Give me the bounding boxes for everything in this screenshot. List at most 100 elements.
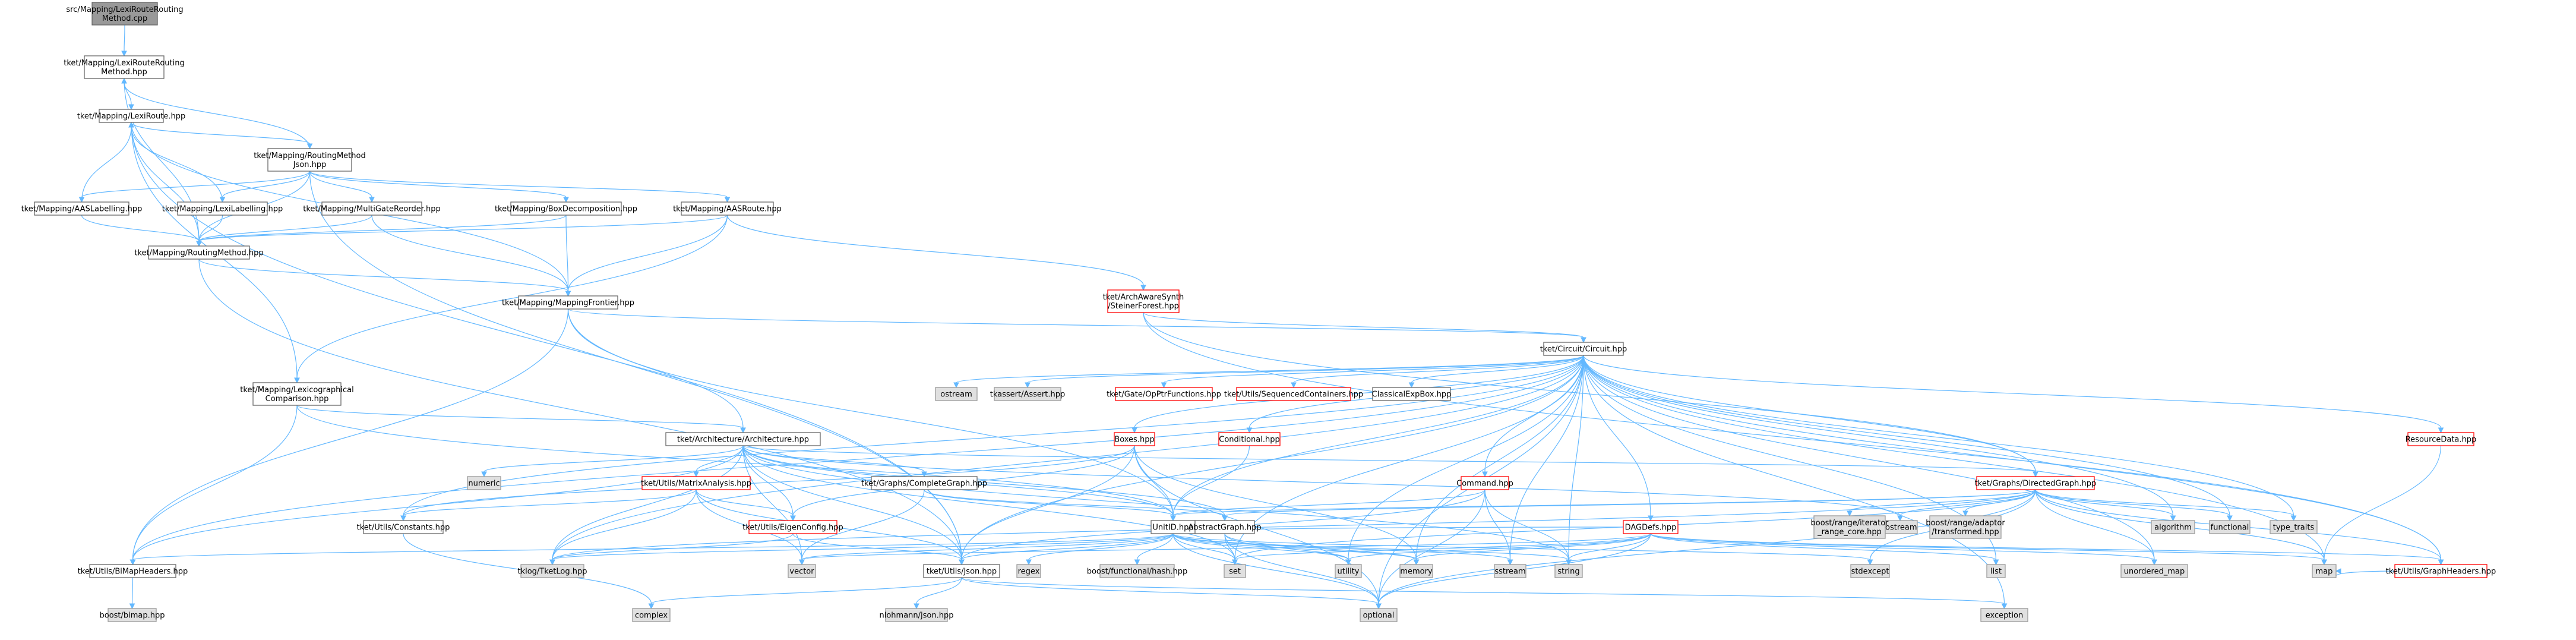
svg-text:tket/Utils/Json.hpp: tket/Utils/Json.hpp [927, 568, 997, 576]
node-stdexcept: stdexcept [1850, 564, 1890, 578]
svg-text:/transformed.hpp: /transformed.hpp [1932, 528, 1999, 537]
edge-n6-to-n10 [371, 215, 571, 297]
node-tkassert-assert-hpp: tkassert/Assert.hpp [990, 387, 1065, 401]
edge-n27-to-n52 [2035, 489, 2157, 566]
edge-n12-to-n37 [1583, 355, 2233, 522]
edge-n32-to-n47 [1413, 533, 1651, 566]
svg-text:utility: utility [1338, 568, 1360, 576]
edge-n30-to-n39 [129, 533, 1174, 566]
svg-text:Comparison.hpp: Comparison.hpp [265, 395, 329, 403]
node-opptrfunctions-hpp[interactable]: tket/Gate/OpPtrFunctions.hpp [1107, 387, 1221, 401]
edge-n13-to-n39 [129, 405, 298, 566]
svg-text:tket/Mapping/MappingFrontier.h: tket/Mapping/MappingFrontier.hpp [502, 299, 634, 308]
node-utility: utility [1335, 564, 1362, 578]
svg-text:functional: functional [2211, 524, 2249, 532]
node-lexicographicalcomparison-hpp[interactable]: tket/Mapping/LexicographicalComparison.h… [240, 382, 354, 406]
edge-n30-to-n41 [799, 533, 1174, 566]
node-boost-bimap: boost/bimap.hpp [99, 608, 165, 622]
node-sstream: sstream [1494, 564, 1526, 578]
svg-text:regex: regex [1018, 568, 1040, 576]
node-lexilabelling-hpp[interactable]: tket/Mapping/LexiLabelling.hpp [162, 201, 283, 216]
node-multigatereorder-hpp[interactable]: tket/Mapping/MultiGateReorder.hpp [303, 201, 441, 216]
node-boxes-hpp[interactable]: Boxes.hpp [1114, 432, 1155, 446]
edge-n12-to-n27 [1583, 355, 2038, 478]
edge-n2-to-n3 [131, 122, 313, 150]
node-directedgraph-hpp[interactable]: tket/Graphs/DirectedGraph.hpp [1975, 476, 2097, 490]
node-steinerforest-hpp[interactable]: tket/ArchAwareSynth/SteinerForest.hpp [1103, 289, 1184, 313]
svg-text:tket/Mapping/AASLabelling.hpp: tket/Mapping/AASLabelling.hpp [21, 205, 143, 214]
node-constants-hpp[interactable]: tket/Utils/Constants.hpp [357, 520, 450, 534]
svg-text:iostream: iostream [1883, 524, 1917, 532]
edge-n43-to-n58 [961, 577, 1382, 610]
node-classicalexpbox-hpp[interactable]: ClassicalExpBox.hpp [1372, 387, 1452, 401]
edge-n3-to-n5 [219, 171, 311, 203]
svg-text:Method.cpp: Method.cpp [102, 14, 148, 23]
edge-n3-to-n8 [309, 171, 731, 203]
node-sequencedcontainers-hpp[interactable]: tket/Utils/SequencedContainers.hpp [1224, 387, 1363, 401]
node-bimapheaders-hpp[interactable]: tket/Utils/BiMapHeaders.hpp [78, 564, 188, 578]
node-abstractgraph-hpp[interactable]: AbstractGraph.hpp [1188, 520, 1262, 534]
edge-n43-to-n57 [914, 577, 962, 610]
svg-text:tket/Utils/SequencedContainers: tket/Utils/SequencedContainers.hpp [1224, 390, 1363, 399]
node-aasroute-hpp[interactable]: tket/Mapping/AASRoute.hpp [673, 201, 782, 216]
node-mappingfrontier-hpp[interactable]: tket/Mapping/MappingFrontier.hpp [502, 295, 634, 310]
svg-text:tket/Mapping/AASRoute.hpp: tket/Mapping/AASRoute.hpp [673, 205, 782, 214]
edge-n25-to-n31 [924, 489, 1228, 522]
node-lexiroute-hpp[interactable]: tket/Mapping/LexiRoute.hpp [77, 109, 186, 123]
node-exception: exception [1980, 608, 2028, 622]
node-boost-functional-hash: boost/functional/hash.hpp [1087, 564, 1187, 578]
node-boxdecomposition-hpp[interactable]: tket/Mapping/BoxDecomposition.hpp [495, 201, 637, 216]
node-boost-adaptor-transformed: boost/range/adaptor/transformed.hpp [1926, 515, 2005, 539]
edge-n27-to-n31 [1222, 489, 2036, 522]
svg-text:tket/Mapping/LexiLabelling.hpp: tket/Mapping/LexiLabelling.hpp [162, 205, 283, 214]
svg-text:boost/range/adaptor: boost/range/adaptor [1926, 519, 2005, 528]
svg-text:tket/Mapping/MultiGateReorder.: tket/Mapping/MultiGateReorder.hpp [303, 205, 441, 214]
node-json-hpp[interactable]: tket/Utils/Json.hpp [923, 564, 1000, 578]
node-graphheaders-hpp[interactable]: tket/Utils/GraphHeaders.hpp [2386, 564, 2496, 578]
edge-n27-to-n36 [2035, 489, 2176, 522]
edge-n39-to-n55 [129, 577, 135, 610]
edge-n32-to-n52 [1650, 533, 2157, 566]
edge-n30-to-n48 [1172, 533, 1513, 566]
node-optional: optional [1360, 608, 1398, 622]
node-eigenconfig-hpp[interactable]: tket/Utils/EigenConfig.hpp [742, 520, 843, 534]
edge-n25-to-n30 [924, 489, 1176, 522]
edge-n20-to-n23 [481, 445, 744, 478]
edge-n27-to-n38 [2035, 489, 2297, 522]
node-aaslabelling-hpp[interactable]: tket/Mapping/AASLabelling.hpp [21, 201, 143, 216]
node-tketlog-hpp: tklog/TketLog.hpp [517, 564, 587, 578]
edge-n3-to-n4 [78, 171, 311, 203]
edge-n32-to-n45 [1232, 533, 1651, 566]
node-dagdefs-hpp[interactable]: DAGDefs.hpp [1623, 520, 1679, 534]
node-circuit-hpp[interactable]: tket/Circuit/Circuit.hpp [1540, 342, 1627, 356]
edge-n43-to-n59 [961, 577, 2008, 610]
node-iostream: iostream [1882, 520, 1918, 534]
edge-n7-to-n9 [196, 215, 567, 247]
svg-text:ResourceData.hpp: ResourceData.hpp [2406, 436, 2477, 444]
node-matrixanalysis-hpp[interactable]: tket/Utils/MatrixAnalysis.hpp [641, 476, 751, 490]
node-vector: vector [788, 564, 816, 578]
edge-n30-to-n50 [1172, 533, 1873, 566]
edge-n8-to-n13 [294, 215, 728, 384]
node-completegraph-hpp[interactable]: tket/Graphs/CompleteGraph.hpp [861, 476, 987, 490]
edge-n12-to-n17 [1291, 355, 1584, 389]
node-map: map [2312, 564, 2337, 578]
node-conditional-hpp[interactable]: Conditional.hpp [1218, 432, 1281, 446]
node-routingmethod-hpp[interactable]: tket/Mapping/RoutingMethod.hpp [134, 245, 264, 260]
edge-n3-to-n43 [309, 171, 965, 566]
svg-text:numeric: numeric [468, 480, 500, 488]
node-command-hpp[interactable]: Command.hpp [1456, 476, 1513, 490]
svg-text:Conditional.hpp: Conditional.hpp [1219, 436, 1280, 444]
node-architecture-hpp[interactable]: tket/Architecture/Architecture.hpp [665, 432, 821, 446]
svg-text:boost/bimap.hpp: boost/bimap.hpp [99, 611, 165, 620]
svg-text:stdexcept: stdexcept [1851, 568, 1889, 576]
node-resourcedata-hpp[interactable]: ResourceData.hpp [2406, 432, 2477, 446]
edge-n32-to-n46 [1345, 533, 1651, 566]
svg-text:ClassicalExpBox.hpp: ClassicalExpBox.hpp [1372, 390, 1452, 399]
node-functional: functional [2209, 520, 2251, 534]
svg-text:boost/range/iterator: boost/range/iterator [1810, 519, 1889, 528]
svg-text:/SteinerForest.hpp: /SteinerForest.hpp [1108, 302, 1179, 311]
